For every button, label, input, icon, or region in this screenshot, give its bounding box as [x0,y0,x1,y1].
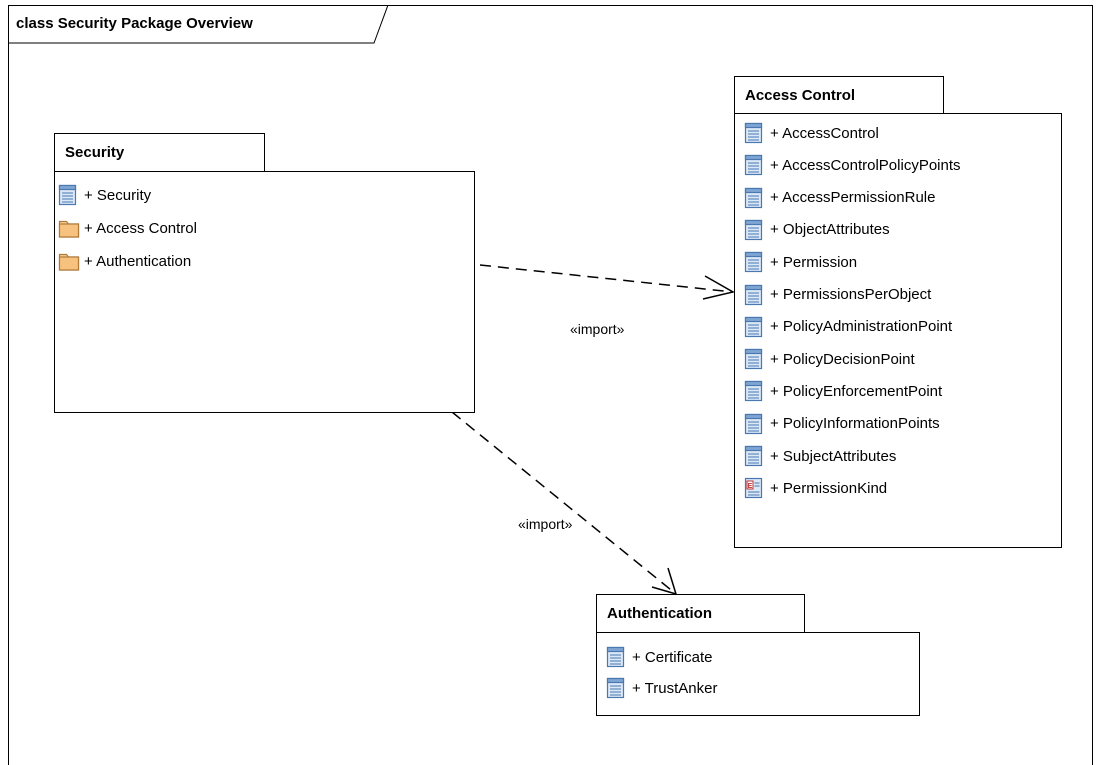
enumeration-icon: E [744,477,764,499]
security-item-label: + Access Control [84,219,197,237]
package-authentication-tab: Authentication [596,594,805,633]
class-icon [744,380,764,402]
access-control-item[interactable]: + PolicyAdministrationPoint [744,316,952,338]
access-control-item-label: + PolicyInformationPoints [770,415,940,433]
package-access-control-body [734,113,1062,548]
svg-text:E: E [748,483,753,490]
class-icon [606,677,626,699]
import-connector-access-control[interactable] [479,264,736,300]
class-icon [744,445,764,467]
diagram-frame [8,5,1093,765]
class-icon [744,219,764,241]
package-access-control-name: Access Control [745,86,856,104]
package-security-name: Security [65,144,125,161]
import-connector-authentication[interactable] [451,411,678,596]
access-control-item-label: + PolicyEnforcementPoint [770,382,943,400]
class-icon [744,187,764,209]
access-control-item-label: + AccessControl [770,124,879,142]
diagram-title: class Security Package Overview [16,15,253,32]
package-access-control-tab: Access Control [734,76,944,114]
security-item-label: + Authentication [84,252,192,270]
package-security-tab: Security [54,133,265,172]
access-control-item-label: + SubjectAttributes [770,447,897,465]
access-control-item[interactable]: + PolicyInformationPoints [744,413,940,435]
access-control-item-label: + PolicyDecisionPoint [770,350,915,368]
access-control-item-label: + PermissionsPerObject [770,286,932,303]
class-icon [744,413,764,435]
package-authentication-body [596,632,920,716]
security-item[interactable]: + Security [58,184,151,206]
access-control-item[interactable]: + ObjectAttributes [744,219,890,241]
class-icon [744,348,764,370]
class-icon [744,316,764,338]
access-control-item-label: + PermissionKind [770,479,888,497]
access-control-item[interactable]: + AccessControlPolicyPoints [744,154,961,176]
class-icon [744,154,764,176]
authentication-item[interactable]: + Certificate [606,646,712,668]
access-control-item-label: + ObjectAttributes [770,221,890,239]
authentication-item[interactable]: + TrustAnker [606,677,717,699]
authentication-item-label: + Certificate [632,648,713,666]
class-icon [744,251,764,273]
diagram-frame-tab [8,5,388,44]
access-control-item[interactable]: + Permission [744,251,857,273]
import-label-authentication: «import» [518,516,573,532]
security-item-label: + Security [84,186,152,204]
package-security-body [54,171,475,413]
security-item[interactable]: + Access Control [58,217,197,239]
package-icon [58,217,80,239]
class-icon [744,284,764,306]
access-control-item[interactable]: + PolicyEnforcementPoint [744,380,942,402]
authentication-item-label: + TrustAnker [632,679,718,697]
access-control-item[interactable]: + AccessPermissionRule [744,187,935,209]
access-control-item[interactable]: + SubjectAttributes [744,445,896,467]
class-icon [606,646,626,668]
class-icon [744,122,764,144]
access-control-item-label: + Permission [770,253,858,271]
access-control-item[interactable]: E + PermissionKind [744,477,887,499]
access-control-item[interactable]: + PermissionsPerObject [744,284,931,306]
security-item[interactable]: + Authentication [58,250,191,272]
package-icon [58,250,80,272]
access-control-item[interactable]: + AccessControl [744,122,879,144]
access-control-item[interactable]: + PolicyDecisionPoint [744,348,915,370]
import-label-access-control: «import» [570,321,625,337]
access-control-item-label: + AccessControlPolicyPoints [770,156,961,174]
access-control-item-label: + AccessPermissionRule [770,189,936,207]
class-icon [58,184,78,206]
access-control-item-label: + PolicyAdministrationPoint [770,318,953,336]
package-authentication-name: Authentication [607,605,712,622]
